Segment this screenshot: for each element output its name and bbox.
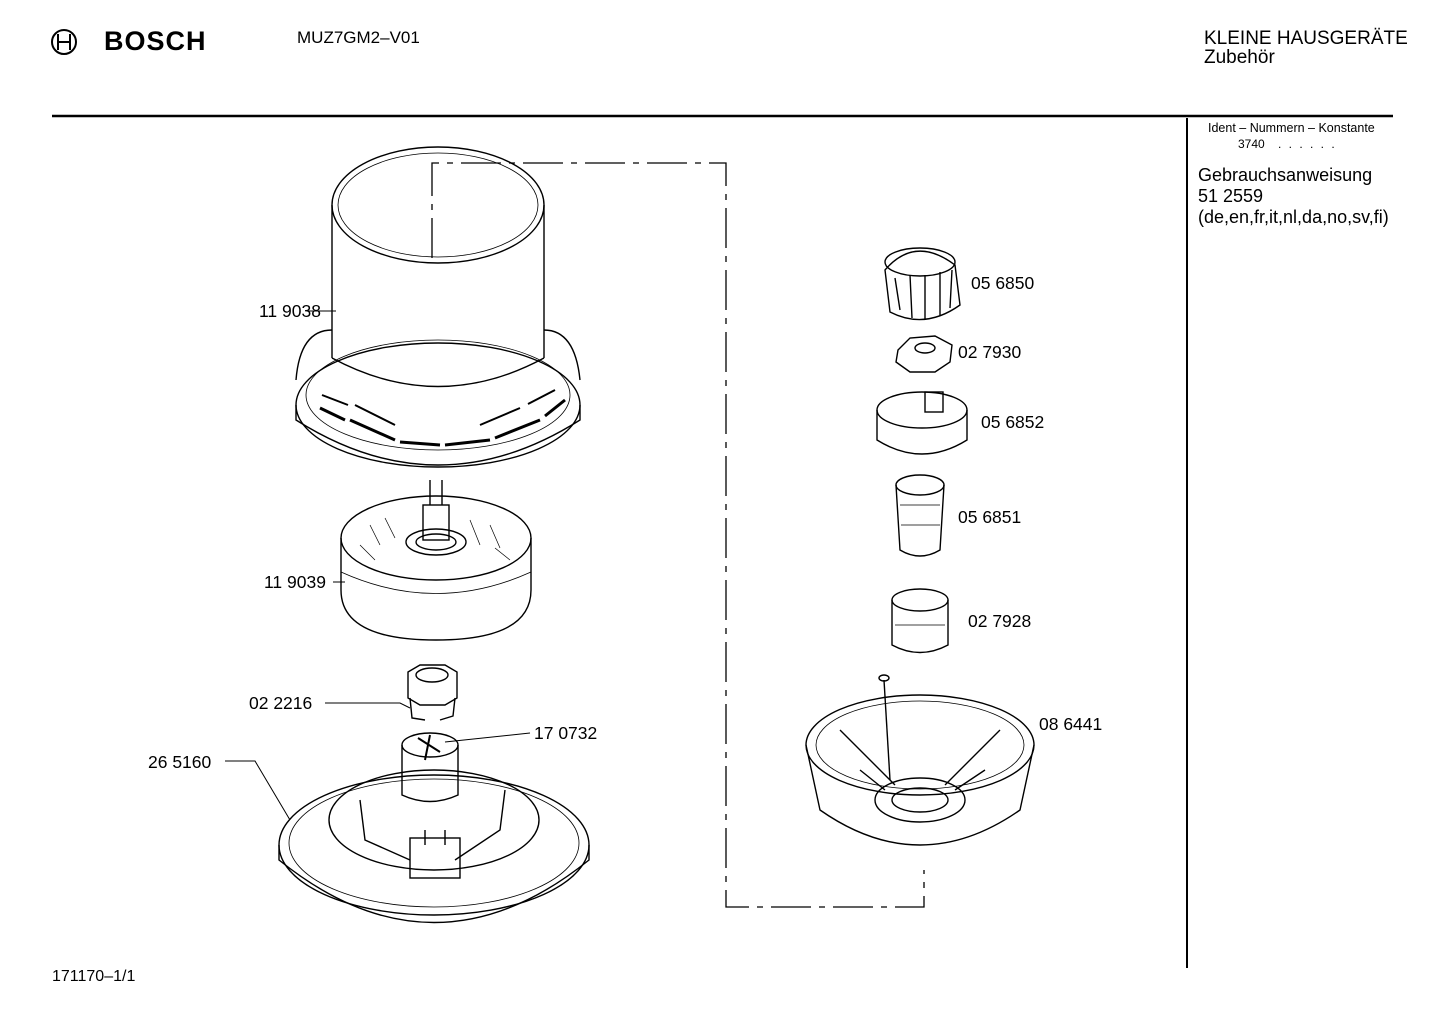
part-label-027930: 02 7930 bbox=[958, 342, 1022, 362]
part-cylinder-119038 bbox=[295, 146, 581, 468]
part-label-056850: 05 6850 bbox=[971, 273, 1035, 293]
part-base-265160 bbox=[225, 760, 590, 924]
part-starnut-027930 bbox=[895, 335, 953, 373]
part-label-170732: 17 0732 bbox=[534, 723, 598, 743]
part-label-119039: 11 9039 bbox=[264, 572, 326, 592]
ident-title: Ident – Nummern – Konstante bbox=[1208, 121, 1375, 135]
assembly-line bbox=[431, 162, 925, 908]
part-sleeve-056851 bbox=[895, 474, 945, 557]
brand-logo-text: BOSCH bbox=[104, 26, 207, 56]
bosch-logo-icon bbox=[51, 29, 77, 55]
part-bowl-086441 bbox=[805, 674, 1035, 846]
part-nut-022216 bbox=[325, 664, 458, 721]
part-knob-056850 bbox=[884, 247, 961, 321]
constant-dots: . . . . . . bbox=[1278, 137, 1337, 151]
part-label-056851: 05 6851 bbox=[958, 507, 1022, 527]
part-disc-119039 bbox=[333, 480, 532, 641]
part-label-056852: 05 6852 bbox=[981, 412, 1045, 432]
part-label-119038: 11 9038 bbox=[259, 301, 321, 321]
part-label-265160: 26 5160 bbox=[148, 752, 212, 772]
subcategory-title: Zubehör bbox=[1204, 47, 1275, 68]
part-cap-056852 bbox=[876, 391, 968, 455]
part-label-086441: 08 6441 bbox=[1039, 714, 1103, 734]
model-number: MUZ7GM2–V01 bbox=[297, 28, 420, 47]
part-coupling-170732 bbox=[401, 732, 531, 803]
constant-value: 3740 bbox=[1238, 137, 1265, 151]
part-label-027928: 02 7928 bbox=[968, 611, 1032, 631]
sheet-number: 171170–1/1 bbox=[52, 968, 136, 985]
category-title: KLEINE HAUSGERÄTE bbox=[1204, 28, 1408, 49]
manual-number: 51 2559 bbox=[1198, 186, 1264, 206]
part-ring-027928 bbox=[891, 588, 949, 654]
part-label-022216: 02 2216 bbox=[249, 693, 313, 713]
manual-title: Gebrauchsanweisung bbox=[1198, 165, 1373, 185]
manual-languages: (de,en,fr,it,nl,da,no,sv,fi) bbox=[1198, 207, 1389, 227]
